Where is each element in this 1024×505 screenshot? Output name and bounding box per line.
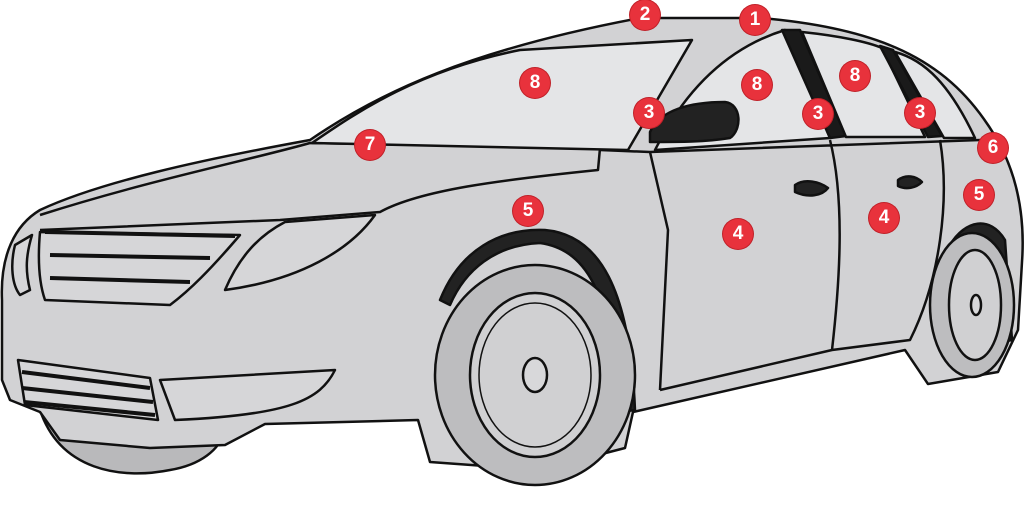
marker-5-rear-fender: 5 <box>964 180 994 210</box>
rear-hub <box>969 293 983 317</box>
grille <box>37 230 242 307</box>
grille-bars <box>44 230 236 284</box>
door-line <box>599 138 981 392</box>
front-door-handle <box>793 180 830 197</box>
front-wheel-arch <box>438 228 637 414</box>
windshield <box>310 38 694 152</box>
side-mirror <box>648 100 740 144</box>
marker-1: 1 <box>740 5 770 35</box>
quarter-window <box>893 50 977 140</box>
marker-4-front-door: 4 <box>723 219 753 249</box>
marker-2: 2 <box>630 0 660 30</box>
fog-light-panel <box>158 368 337 422</box>
left-headlight <box>11 233 34 297</box>
marker-3-a-pillar: 3 <box>634 98 664 128</box>
front-hub <box>521 356 549 394</box>
front-rim-inner <box>478 302 592 448</box>
marker-3-b-pillar: 3 <box>803 99 833 129</box>
rear-door-handle <box>896 175 924 190</box>
marker-6: 6 <box>978 133 1008 163</box>
marker-8-front-window: 8 <box>742 70 772 100</box>
marker-7: 7 <box>355 130 385 160</box>
marker-8-rear-window: 8 <box>840 61 870 91</box>
marker-3-c-pillar: 3 <box>905 98 935 128</box>
marker-8-windshield: 8 <box>520 68 550 98</box>
marker-4-rear-door: 4 <box>869 203 899 233</box>
marker-5-front-fender: 5 <box>513 196 543 226</box>
headlight <box>223 213 377 292</box>
intake-slats <box>21 370 156 417</box>
